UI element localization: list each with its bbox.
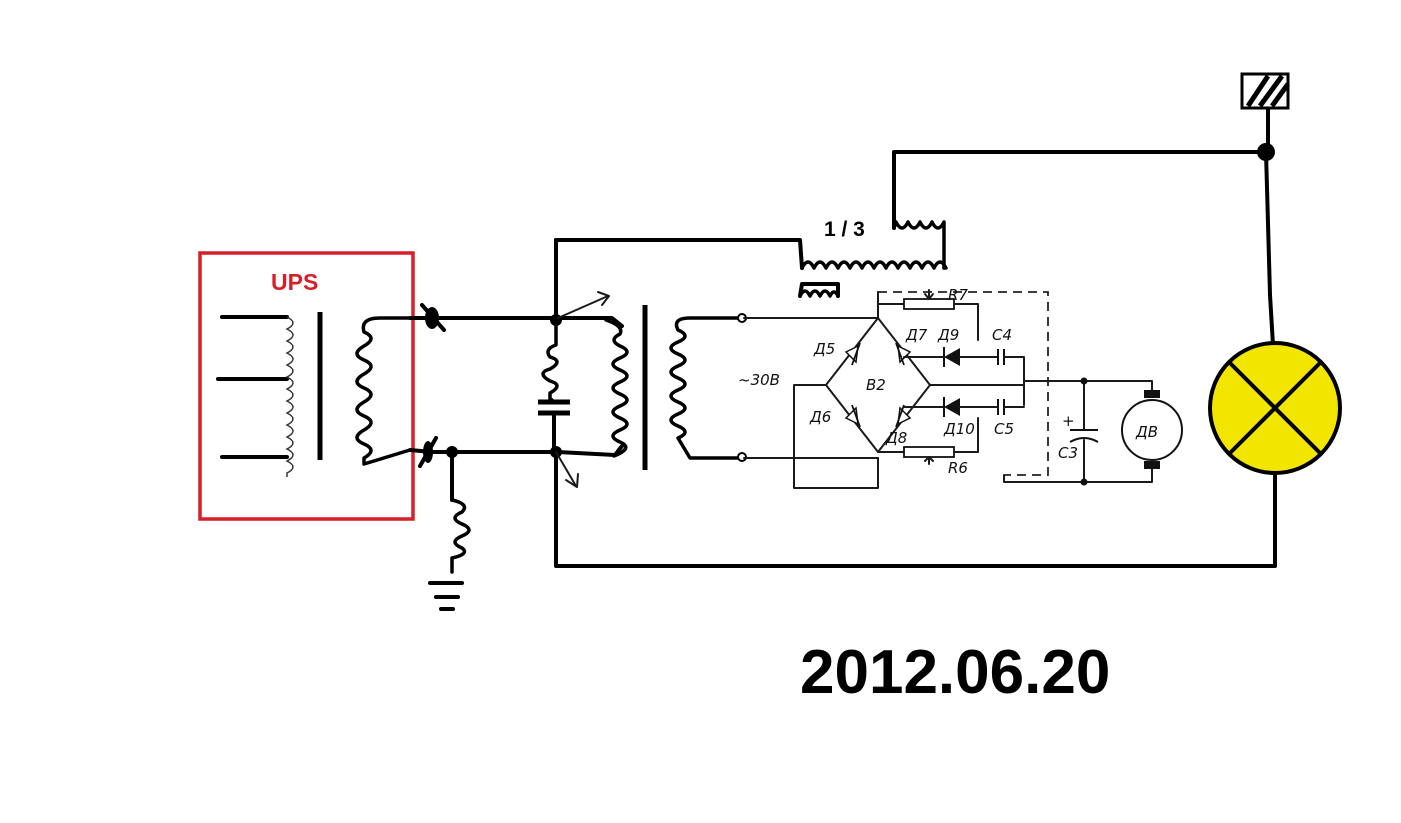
label-c3: С3 [1058, 444, 1078, 462]
diode-d5 [844, 342, 861, 366]
main-transformer: ~30В [604, 305, 780, 470]
ratio-label: 1 / 3 [824, 218, 865, 241]
ground-choke-coil [450, 498, 471, 574]
label-b2: В2 [866, 376, 886, 394]
voltage-label: ~30В [738, 371, 780, 389]
main-wiring [408, 106, 1277, 611]
label-d9: Д9 [937, 326, 959, 344]
breaker-block [1240, 72, 1291, 110]
label-d8: Д8 [885, 429, 907, 447]
resistor-r7 [903, 298, 955, 310]
ups-primary-coil [285, 316, 294, 477]
auto-transformer-coil [800, 260, 948, 270]
label-d5: Д5 [813, 340, 835, 358]
label-r7: R7 [948, 286, 968, 304]
adjuster-arrows [555, 291, 610, 488]
diode-d6 [844, 404, 861, 428]
diode-d8 [895, 404, 912, 428]
series-choke-and-capacitor [538, 320, 570, 454]
label-motor: ДВ [1135, 423, 1158, 441]
diode-d10 [944, 398, 960, 416]
auto-transformer: 1 / 3 [798, 218, 948, 298]
label-c3-plus: + [1062, 412, 1075, 430]
label-c4: С4 [992, 326, 1012, 344]
ups-block: UPS [198, 251, 415, 521]
lamp [1208, 341, 1342, 475]
rectifier-block: R7 R6 Д5 Д6 Д7 Д8 В2 [743, 286, 1183, 489]
series-choke-coil [541, 320, 559, 403]
label-d7: Д7 [905, 326, 928, 344]
date-label: 2012.06.20 [800, 638, 1110, 707]
diode-d9 [944, 348, 960, 366]
ups-secondary-coil [355, 316, 412, 466]
label-c5: С5 [994, 420, 1014, 438]
motor [1121, 399, 1183, 461]
label-d10: Д10 [943, 420, 975, 438]
diode-d7 [895, 342, 912, 366]
ups-label: UPS [271, 269, 318, 295]
label-d6: Д6 [809, 408, 831, 426]
resistor-r6 [903, 446, 955, 458]
label-r6: R6 [948, 459, 968, 477]
ups-frame [198, 251, 415, 521]
main-primary-coil [604, 318, 629, 458]
main-secondary-coil [669, 316, 742, 460]
